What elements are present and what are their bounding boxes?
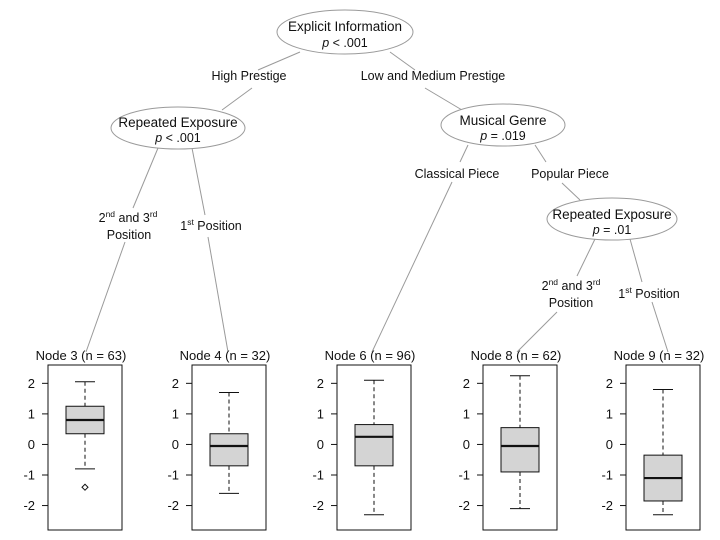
node-right-title: Musical Genre [459, 113, 546, 128]
y-tick-label: 2 [28, 376, 35, 391]
y-tick-label: -2 [23, 498, 35, 513]
edge-n7-right-lower [651, 301, 669, 353]
y-tick-label: -2 [167, 498, 179, 513]
y-tick-label: 1 [172, 406, 179, 421]
terminal-node-3: Node 6 (n = 96)2 1 0 -1 -2 [312, 348, 416, 531]
terminal-node-label: Node 4 (n = 32) [180, 348, 271, 363]
y-tick-label: -1 [312, 468, 324, 483]
node-left-ellipse [110, 106, 246, 150]
node-left-repeated-exposure: Repeated Exposure p < .001 [110, 106, 246, 150]
node-right-child-ellipse [546, 197, 678, 241]
edge-n2-left-lower [85, 241, 126, 353]
root-node: Explicit Information p < .001 [276, 9, 414, 55]
root-node-ellipse [276, 9, 414, 55]
y-tick-label: -1 [601, 468, 613, 483]
iqr-box [354, 424, 394, 467]
edge-n5-right [534, 144, 547, 163]
edge-root-left [257, 51, 301, 71]
edge-root-right [389, 51, 416, 71]
edge-n7-left-lower [516, 311, 558, 353]
edge-label-high-prestige: High Prestige [211, 69, 286, 83]
outlier-point [81, 483, 89, 491]
y-tick-label: 0 [463, 437, 470, 452]
iqr-box [209, 433, 249, 467]
y-tick-label: 2 [463, 376, 470, 391]
terminal-node-2: Node 4 (n = 32)2 1 0 -1 -2 [167, 348, 271, 531]
edge-label-position-right: Position [549, 296, 594, 310]
edge-root-right-lower [424, 87, 463, 111]
y-tick-label: 0 [172, 437, 179, 452]
edge-n2-right-lower [207, 236, 229, 353]
y-tick-label: 2 [172, 376, 179, 391]
y-tick-label: 0 [317, 437, 324, 452]
y-tick-label: 1 [317, 406, 324, 421]
y-tick-label: -1 [167, 468, 179, 483]
edge-root-left-lower [221, 87, 253, 111]
node-right-child-pvalue: p = .01 [592, 223, 632, 237]
y-tick-label: -2 [312, 498, 324, 513]
node-right-ellipse [440, 103, 566, 147]
edge-label-1st-position-right: 1st Position [618, 285, 680, 301]
edge-n5-left-lower [371, 181, 453, 353]
terminal-node-label: Node 6 (n = 96) [325, 348, 416, 363]
terminal-node-4: Node 8 (n = 62)2 1 0 -1 -2 [458, 348, 562, 531]
terminal-node-label: Node 9 (n = 32) [614, 348, 705, 363]
terminal-node-label: Node 3 (n = 63) [36, 348, 127, 363]
edge-label-2nd-3rd-position-right: 2nd and 3rd [542, 277, 601, 293]
y-tick-label: 1 [28, 406, 35, 421]
edge-label-position-left: Position [107, 228, 152, 242]
node-left-pvalue: p < .001 [154, 131, 201, 145]
y-tick-label: 0 [606, 437, 613, 452]
edges [85, 51, 669, 353]
y-tick-label: -2 [601, 498, 613, 513]
y-tick-label: 2 [606, 376, 613, 391]
node-right-musical-genre: Musical Genre p = .019 [440, 103, 566, 147]
edge-n7-right [629, 238, 643, 283]
y-tick-label: -1 [458, 468, 470, 483]
node-right-pvalue: p = .019 [479, 129, 526, 143]
root-node-pvalue: p < .001 [321, 36, 368, 50]
node-left-title: Repeated Exposure [118, 115, 237, 130]
root-node-title: Explicit Information [288, 19, 402, 34]
iqr-box [500, 427, 540, 473]
edge-label-1st-position-left: 1st Position [180, 217, 242, 233]
terminal-node-1: Node 3 (n = 63)2 1 0 -1 -2 [23, 348, 127, 531]
y-tick-label: -1 [23, 468, 35, 483]
y-tick-label: 2 [317, 376, 324, 391]
y-tick-label: 0 [28, 437, 35, 452]
terminal-node-5: Node 9 (n = 32)2 1 0 -1 -2 [601, 348, 705, 531]
edge-label-2nd-3rd-position-left: 2nd and 3rd [99, 209, 158, 225]
terminal-node-label: Node 8 (n = 62) [471, 348, 562, 363]
y-tick-label: -2 [458, 498, 470, 513]
node-right-child-repeated-exposure: Repeated Exposure p = .01 [546, 197, 678, 241]
edge-label-classical-piece: Classical Piece [415, 167, 500, 181]
edge-label-low-medium-prestige: Low and Medium Prestige [361, 69, 506, 83]
edge-n2-left [132, 147, 159, 209]
y-tick-label: 1 [463, 406, 470, 421]
y-tick-label: 1 [606, 406, 613, 421]
edge-label-popular-piece: Popular Piece [531, 167, 609, 181]
edge-n2-right [191, 147, 206, 216]
edge-n5-left [459, 144, 469, 163]
node-right-child-title: Repeated Exposure [552, 207, 671, 222]
edge-n5-right-lower [561, 182, 581, 201]
edge-n7-left [576, 238, 596, 277]
